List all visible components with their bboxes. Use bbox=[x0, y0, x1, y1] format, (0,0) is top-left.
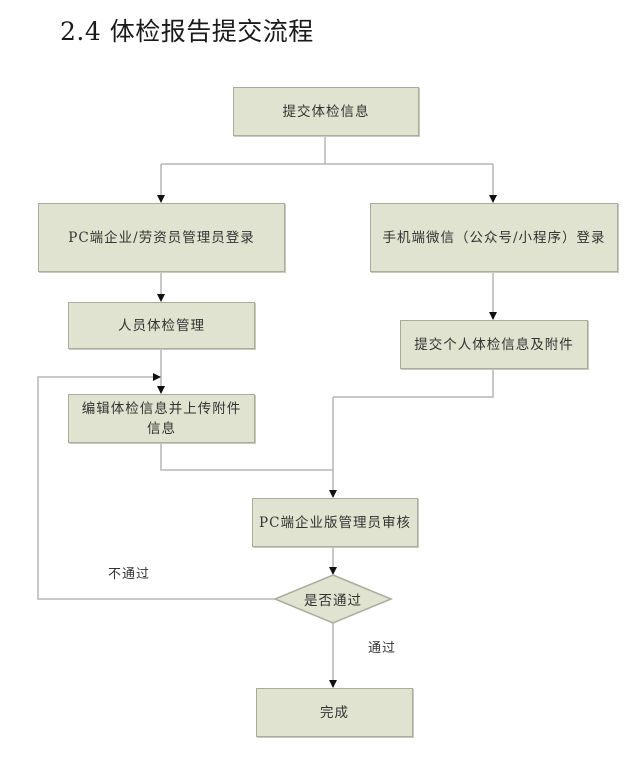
connector-submit-to-merge bbox=[333, 368, 494, 398]
node-staff-manage: 人员体检管理 bbox=[68, 302, 255, 349]
node-pc-login: PC端企业/劳资员管理员登录 bbox=[38, 203, 285, 272]
edge-label-fail: 不通过 bbox=[108, 567, 151, 582]
connector-fail-loop bbox=[37, 373, 276, 600]
node-pc-review: PC端企业版管理员审核 bbox=[252, 498, 418, 547]
node-submit-personal: 提交个人体检信息及附件 bbox=[400, 320, 588, 369]
decision-label: 是否通过 bbox=[304, 593, 362, 609]
edge-label-pass: 通过 bbox=[368, 641, 397, 656]
connector-edit-to-merge bbox=[160, 442, 333, 471]
node-mobile-login: 手机端微信（公众号/小程序）登录 bbox=[370, 203, 618, 272]
node-edit-upload: 编辑体检信息并上传附件信息 bbox=[68, 394, 255, 443]
page-title: 2.4 体检报告提交流程 bbox=[60, 17, 314, 46]
node-submit-info: 提交体检信息 bbox=[233, 87, 419, 136]
node-done: 完成 bbox=[256, 688, 413, 737]
decision-diamond bbox=[273, 574, 393, 624]
